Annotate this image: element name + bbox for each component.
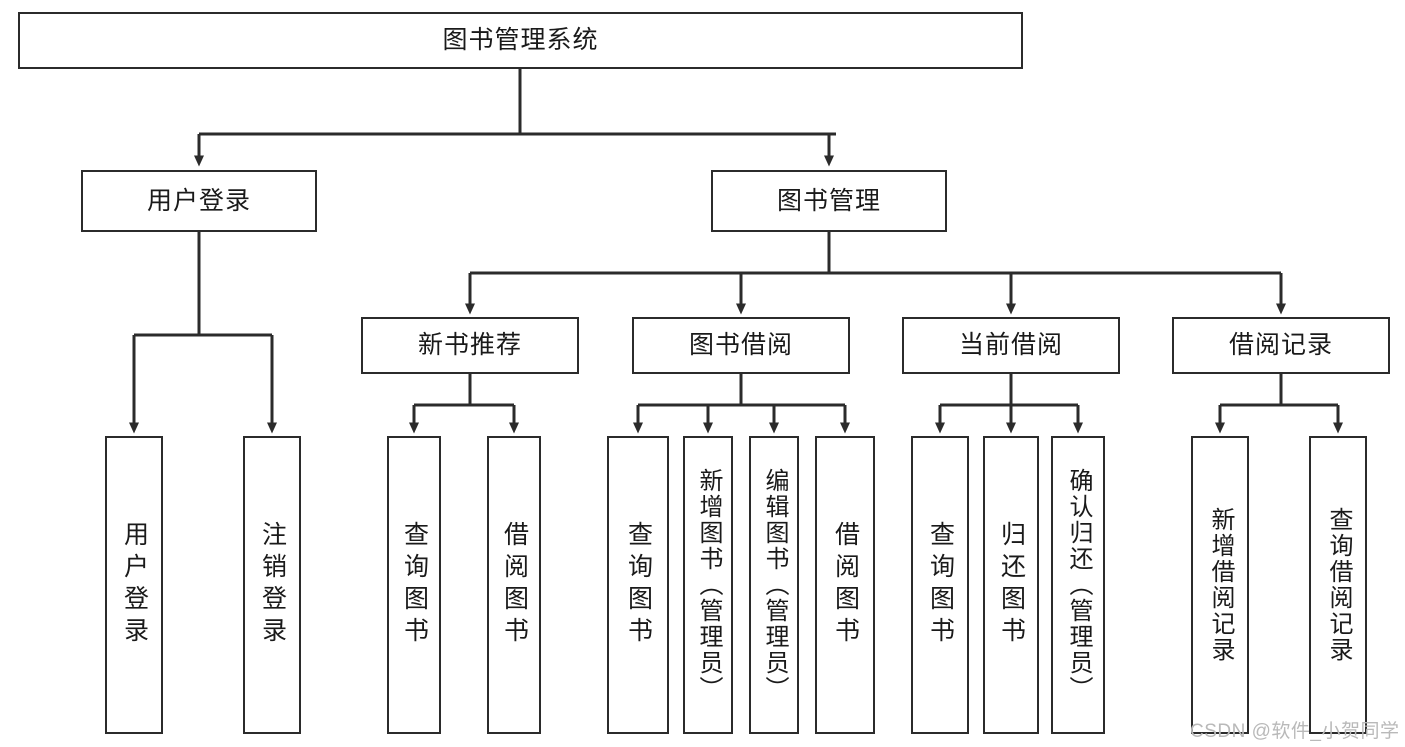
node-borrow-record[interactable]: 借阅记录 (1172, 317, 1390, 374)
node-label: 查询图书 (400, 521, 429, 649)
node-label: 图书借阅 (688, 331, 793, 360)
node-leaf-user-login[interactable]: 用户登录 (105, 436, 163, 734)
node-leaf-borrow-book-2[interactable]: 借阅图书 (815, 436, 875, 734)
node-label: 图书管理 (776, 186, 881, 215)
node-leaf-query-borrow-record[interactable]: 查询借阅记录 (1309, 436, 1367, 734)
node-leaf-edit-book-admin[interactable]: 编辑图书（管理员） (749, 436, 799, 734)
node-label: 查询借阅记录 (1325, 507, 1352, 663)
node-new-book-rec[interactable]: 新书推荐 (361, 317, 579, 374)
node-label: 当前借阅 (958, 331, 1063, 360)
node-label: 新增图书（管理员） (695, 468, 722, 702)
node-leaf-confirm-return-admin[interactable]: 确认归还（管理员） (1051, 436, 1105, 734)
node-book-borrow[interactable]: 图书借阅 (632, 317, 850, 374)
node-label: 借阅图书 (500, 521, 529, 649)
node-label: 确认归还（管理员） (1065, 468, 1092, 702)
node-label: 编辑图书（管理员） (761, 468, 788, 702)
node-label: 归还图书 (997, 521, 1026, 649)
node-leaf-logout[interactable]: 注销登录 (243, 436, 301, 734)
node-label: 借阅图书 (831, 521, 860, 649)
node-label: 注销登录 (258, 521, 287, 649)
node-leaf-add-book-admin[interactable]: 新增图书（管理员） (683, 436, 733, 734)
node-label: 用户登录 (146, 186, 251, 215)
node-label: 新书推荐 (417, 331, 522, 360)
node-leaf-add-borrow-record[interactable]: 新增借阅记录 (1191, 436, 1249, 734)
node-label: 新增借阅记录 (1207, 507, 1234, 663)
node-user-login[interactable]: 用户登录 (81, 170, 317, 232)
node-leaf-return-book[interactable]: 归还图书 (983, 436, 1039, 734)
node-leaf-borrow-book-1[interactable]: 借阅图书 (487, 436, 541, 734)
node-root[interactable]: 图书管理系统 (18, 12, 1023, 69)
node-label: 图书管理系统 (442, 26, 599, 55)
node-book-manage[interactable]: 图书管理 (711, 170, 947, 232)
node-label: 借阅记录 (1228, 331, 1333, 360)
node-label: 查询图书 (926, 521, 955, 649)
node-label: 用户登录 (120, 521, 149, 649)
watermark-text: CSDN @软件_小贺同学 (1190, 721, 1400, 742)
node-label: 查询图书 (624, 521, 653, 649)
node-leaf-query-book-1[interactable]: 查询图书 (387, 436, 441, 734)
node-leaf-query-book-3[interactable]: 查询图书 (911, 436, 969, 734)
node-current-borrow[interactable]: 当前借阅 (902, 317, 1120, 374)
node-leaf-query-book-2[interactable]: 查询图书 (607, 436, 669, 734)
